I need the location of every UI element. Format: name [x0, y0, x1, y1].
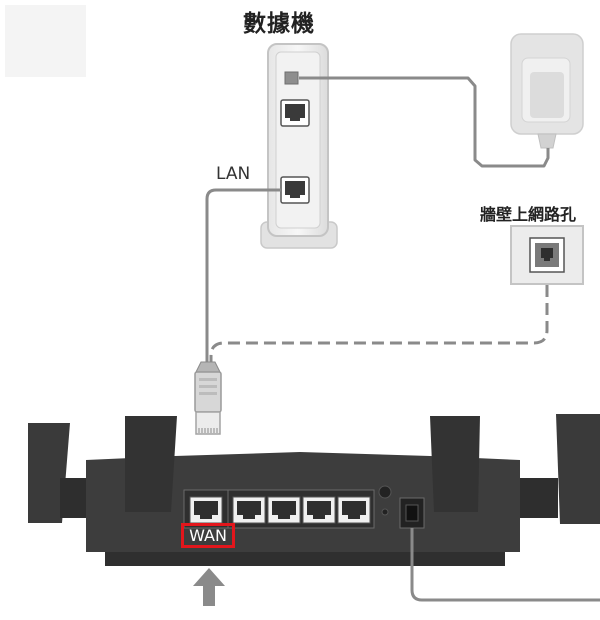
wall-jack-icon	[510, 225, 584, 285]
ethernet-plug-icon	[194, 361, 222, 435]
wall-jack-label: 牆壁上網路孔	[480, 205, 577, 224]
wall-dashed-cable	[209, 285, 549, 372]
router-antenna-left-outer	[28, 423, 70, 523]
router	[28, 414, 600, 566]
power-cable	[299, 76, 550, 168]
wan-label: WAN	[181, 523, 235, 548]
router-lan-port	[232, 496, 266, 524]
lan-cable	[205, 188, 281, 372]
power-adapter-icon	[510, 33, 584, 149]
router-wan-port	[189, 496, 223, 524]
router-reset-button	[378, 485, 392, 499]
modem-lan-port-slot	[285, 181, 305, 198]
router-led	[381, 508, 389, 516]
router-base	[105, 552, 505, 566]
modem-phone-port-slot	[285, 104, 305, 121]
modem-power-port	[284, 71, 299, 85]
corner-block	[5, 5, 86, 77]
router-antenna-right-outer	[556, 414, 600, 524]
lan-label: LAN	[216, 164, 251, 184]
router-antenna-right-inner	[430, 416, 480, 512]
modem	[260, 43, 338, 249]
router-antenna-right-hinge	[520, 478, 558, 518]
router-lan-port	[302, 496, 336, 524]
router-antenna-left-hinge	[60, 478, 90, 518]
router-power-cable	[410, 528, 600, 602]
router-lan-port	[337, 496, 371, 524]
modem-label: 數據機	[243, 11, 315, 37]
up-arrow-icon	[193, 568, 225, 606]
router-lan-port	[267, 496, 301, 524]
router-antenna-left-inner	[125, 416, 177, 512]
